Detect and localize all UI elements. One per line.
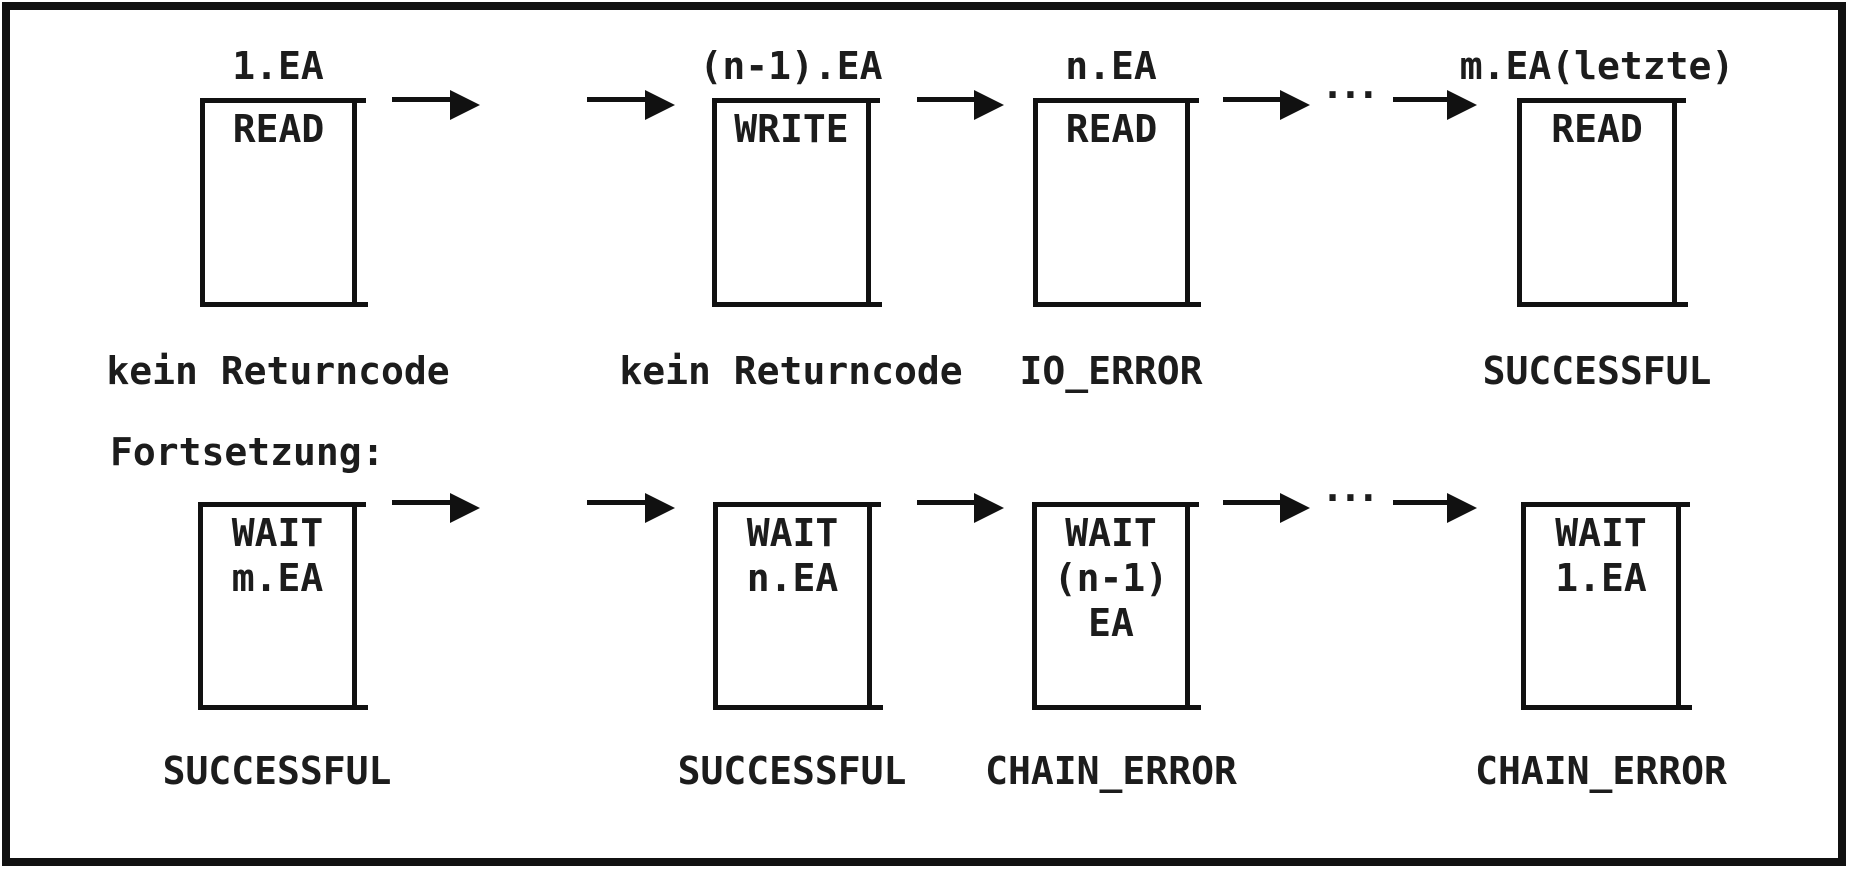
io-operation-label: READ — [1551, 107, 1643, 151]
ellipsis-icon: ··· — [1321, 476, 1380, 520]
io-operation-box: READ — [1517, 98, 1688, 307]
io-operation-box: READ — [1033, 98, 1201, 307]
arrow-right-icon — [1223, 492, 1310, 523]
io-operation-label: WRITE — [734, 107, 849, 151]
io-operation-label: WAIT m.EA — [231, 511, 324, 600]
arrow-right-icon — [1223, 89, 1310, 120]
returncode-label: CHAIN_ERROR — [985, 749, 1237, 793]
io-step-title: 1.EA — [232, 44, 324, 88]
io-step-title: (n-1).EA — [699, 44, 883, 88]
returncode-label: kein Returncode — [619, 349, 963, 393]
io-operation-box: WAIT 1.EA — [1521, 502, 1692, 710]
ellipsis-icon: ··· — [1321, 73, 1380, 117]
arrow-right-icon — [392, 89, 480, 120]
io-operation-box: WAIT m.EA — [198, 502, 368, 710]
arrow-right-icon — [1393, 89, 1477, 120]
arrow-right-icon — [1393, 492, 1477, 523]
arrow-right-icon — [917, 89, 1004, 120]
arrow-right-icon — [587, 89, 675, 120]
returncode-label: SUCCESSFUL — [677, 749, 907, 793]
arrow-right-icon — [917, 492, 1004, 523]
io-operation-box: WAIT n.EA — [713, 502, 883, 710]
io-operation-box: WRITE — [712, 98, 882, 307]
returncode-label: IO_ERROR — [1019, 349, 1203, 393]
io-step-title: m.EA(letzte) — [1459, 44, 1735, 88]
arrow-right-icon — [587, 492, 675, 523]
returncode-label: kein Returncode — [106, 349, 450, 393]
arrow-right-icon — [392, 492, 480, 523]
io-operation-label: WAIT (n-1) EA — [1053, 511, 1169, 645]
io-operation-label: READ — [1065, 107, 1158, 151]
continuation-label: Fortsetzung: — [110, 430, 385, 474]
returncode-label: SUCCESSFUL — [1482, 349, 1712, 393]
returncode-label: SUCCESSFUL — [162, 749, 392, 793]
io-operation-label: WAIT 1.EA — [1555, 511, 1647, 600]
io-operation-label: READ — [232, 107, 325, 151]
io-step-title: n.EA — [1065, 44, 1157, 88]
io-operation-box: READ — [200, 98, 368, 307]
io-operation-box: WAIT (n-1) EA — [1032, 502, 1201, 710]
io-operation-label: WAIT n.EA — [746, 511, 839, 600]
returncode-label: CHAIN_ERROR — [1475, 749, 1727, 793]
